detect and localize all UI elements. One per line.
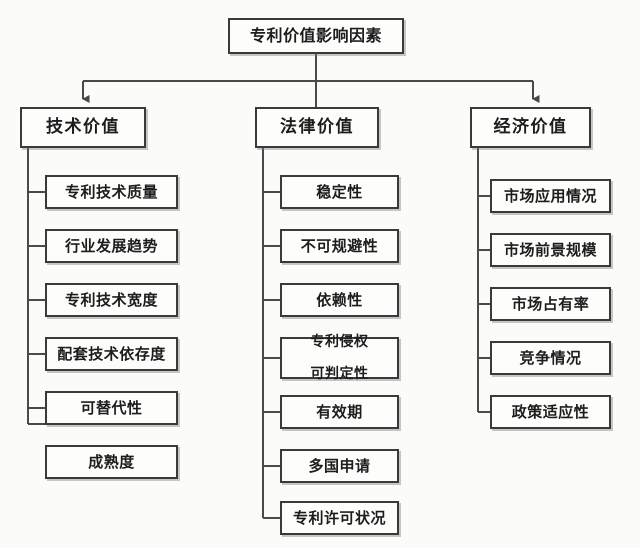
leaf-node-legal-5[interactable]: 有效期 [280,395,399,429]
leaf-node-legal-1[interactable]: 稳定性 [280,175,399,209]
leaf-label: 专利侵权可判定性 [311,334,369,382]
category-node-economic[interactable]: 经济价值 [470,107,591,148]
leaf-label: 政策适应性 [511,402,590,421]
leaf-label: 专利许可状况 [292,508,386,527]
leaf-node-economic-5[interactable]: 政策适应性 [490,395,611,429]
leaf-node-economic-3[interactable]: 市场占有率 [490,287,611,321]
root-node-label: 专利价值影响因素 [249,26,382,46]
leaf-label-line2: 可判定性 [310,366,369,383]
leaf-node-legal-7[interactable]: 专利许可状况 [280,501,399,535]
leaf-label: 多国申请 [308,456,371,475]
category-label-technical: 技术价值 [46,116,120,137]
leaf-label: 稳定性 [316,182,363,201]
leaf-node-legal-3[interactable]: 依赖性 [280,283,399,317]
leaf-label: 市场前景规模 [503,240,597,259]
leaf-node-economic-4[interactable]: 竞争情况 [490,341,611,375]
leaf-label: 有效期 [316,402,363,421]
leaf-node-technical-5[interactable]: 可替代性 [45,391,178,425]
leaf-label: 市场占有率 [511,294,590,313]
category-node-legal[interactable]: 法律价值 [255,107,379,148]
leaf-label: 成熟度 [88,452,135,471]
leaf-node-legal-2[interactable]: 不可规避性 [280,229,399,263]
leaf-label: 配套技术依存度 [57,344,166,363]
leaf-label: 专利技术质量 [64,182,158,201]
leaf-label: 可替代性 [80,398,143,417]
leaf-node-technical-1[interactable]: 专利技术质量 [45,175,178,209]
leaf-label: 行业发展趋势 [64,236,158,255]
leaf-label: 竞争情况 [519,348,582,367]
leaf-node-technical-6[interactable]: 成熟度 [45,445,178,479]
leaf-label-line1: 专利侵权 [310,333,369,350]
leaf-label: 不可规避性 [300,236,379,255]
category-label-legal: 法律价值 [280,116,354,137]
leaf-label: 市场应用情况 [503,186,597,205]
leaf-label: 专利技术宽度 [64,290,158,309]
leaf-node-economic-1[interactable]: 市场应用情况 [490,179,611,213]
leaf-label: 依赖性 [316,290,363,309]
leaf-node-technical-2[interactable]: 行业发展趋势 [45,229,178,263]
leaf-node-technical-4[interactable]: 配套技术依存度 [45,337,178,371]
root-node[interactable]: 专利价值影响因素 [228,18,404,54]
leaf-node-legal-4[interactable]: 专利侵权可判定性 [280,334,399,382]
leaf-node-economic-2[interactable]: 市场前景规模 [490,233,611,267]
leaf-node-technical-3[interactable]: 专利技术宽度 [45,283,178,317]
leaf-node-legal-6[interactable]: 多国申请 [280,449,399,483]
category-label-economic: 经济价值 [493,116,568,137]
category-node-technical[interactable]: 技术价值 [20,107,146,148]
